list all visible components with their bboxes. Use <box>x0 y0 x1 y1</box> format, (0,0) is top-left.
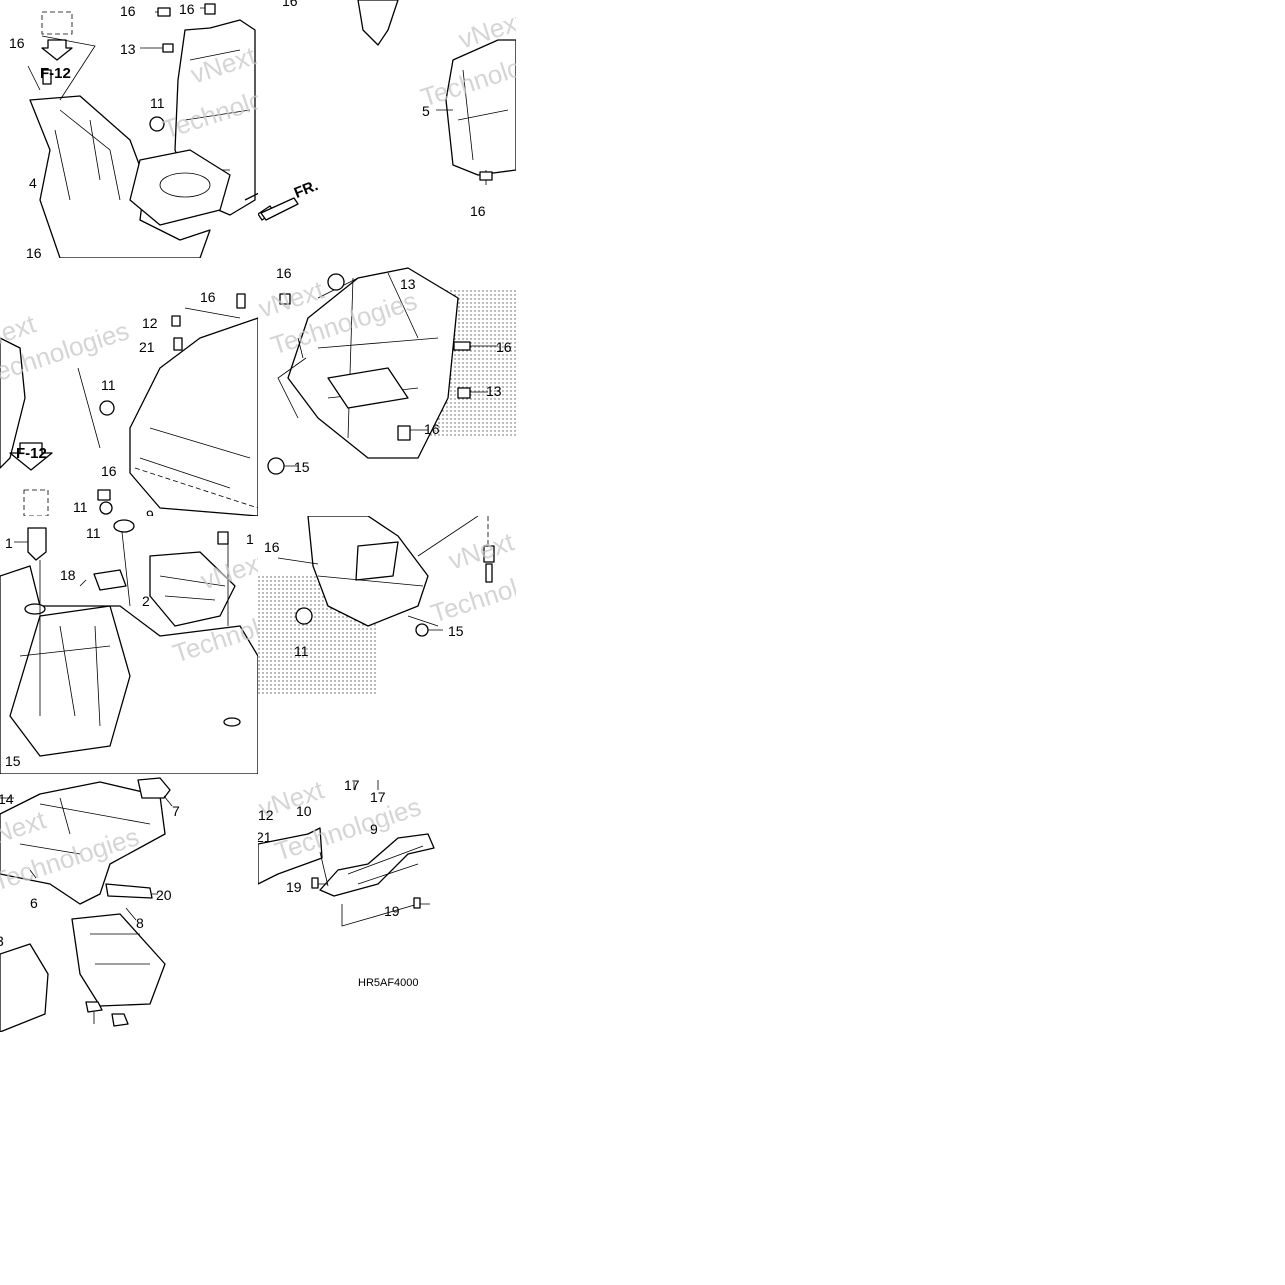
callout-label: 12 <box>258 807 274 823</box>
callout-label: 21 <box>139 339 155 355</box>
diagram-tile-floor-panel: vNext Technologies 16 13 16 13 16 15 <box>258 258 516 516</box>
callout-label: 11 <box>150 95 165 111</box>
diagram-reference-code: HR5AF4000 <box>358 977 419 989</box>
callout-label: 16 <box>26 245 42 258</box>
callout-label: 16 <box>496 339 512 355</box>
callout-label: 15 <box>5 753 21 769</box>
callout-label: 16 <box>282 0 298 9</box>
callout-label: 16 <box>101 463 117 479</box>
diagram-tile-inner-front-cover: vNext Technologies 16 16 16 13 F-12 11 4… <box>0 0 258 258</box>
callout-label: 21 <box>258 829 272 845</box>
callout-label: 17 <box>370 789 386 805</box>
callout-label: 17 <box>344 777 360 793</box>
callout-label: 13 <box>120 41 136 57</box>
callout-label: 13 <box>486 383 502 399</box>
callout-label: 6 <box>30 895 38 911</box>
callout-label: 16 <box>424 421 440 437</box>
callout-label: 13 <box>400 276 416 292</box>
diagram-tile-front-fender: vNext Technologies 16 12 21 11 F-12 16 1… <box>0 258 258 516</box>
callout-label: 11 <box>86 525 101 541</box>
inner-cover-drawing <box>27 3 258 258</box>
diagram-tile-skid-plates: vNext Technologies 17 17 12 10 9 21 19 1… <box>258 774 516 1032</box>
callout-label: 14 <box>0 791 14 807</box>
fender-detail-drawing <box>258 516 495 696</box>
diagram-tile-rear-fender: vNext Technologies 11 1 1 18 2 15 <box>0 516 258 774</box>
callout-label: 15 <box>294 459 310 475</box>
callout-label: 1 <box>5 535 13 551</box>
callout-label: 9 <box>146 507 154 516</box>
callout-label: 19 <box>384 903 400 919</box>
diagram-tile-side-panel: Technologies vNext 16 5 16 FR. <box>258 0 516 258</box>
callout-label: 4 <box>29 175 37 191</box>
callout-label: 19 <box>286 879 302 895</box>
callout-label: 16 <box>276 265 292 281</box>
section-ref-label: F-12 <box>16 445 47 462</box>
callout-label: 20 <box>156 887 172 903</box>
callout-label: 9 <box>370 821 378 837</box>
callout-label: 11 <box>73 499 88 515</box>
diagram-tile-covers: vNext Technologies 14 7 6 20 8 3 <box>0 774 258 1032</box>
floor-panel-drawing <box>267 267 516 475</box>
front-fender-drawing <box>0 293 258 516</box>
callout-label: 16 <box>179 1 195 17</box>
section-ref-label: F-12 <box>40 65 71 82</box>
callout-label: 7 <box>172 803 180 819</box>
callout-label: 1 <box>246 531 254 547</box>
callout-label: 8 <box>136 915 144 931</box>
diagram-tile-fender-detail: vNext Technologies 16 11 15 <box>258 516 516 774</box>
covers-drawing <box>0 777 173 1032</box>
callout-label: 12 <box>142 315 158 331</box>
side-panel-drawing <box>258 0 516 221</box>
callout-label: 16 <box>264 539 280 555</box>
callout-label: 16 <box>470 203 486 219</box>
callout-label: 16 <box>120 3 136 19</box>
callout-label: 15 <box>448 623 464 639</box>
skid-plates-drawing <box>258 780 435 927</box>
callout-label: 18 <box>60 567 76 583</box>
rear-fender-drawing <box>0 519 258 774</box>
callout-label: 11 <box>101 377 116 393</box>
callout-label: 10 <box>296 803 312 819</box>
callout-label: 3 <box>0 934 4 948</box>
callout-label: 16 <box>200 289 216 305</box>
callout-label: 5 <box>422 103 430 119</box>
callout-label: 11 <box>294 643 309 659</box>
callout-label: 16 <box>9 35 25 51</box>
callout-label: 2 <box>142 593 150 609</box>
